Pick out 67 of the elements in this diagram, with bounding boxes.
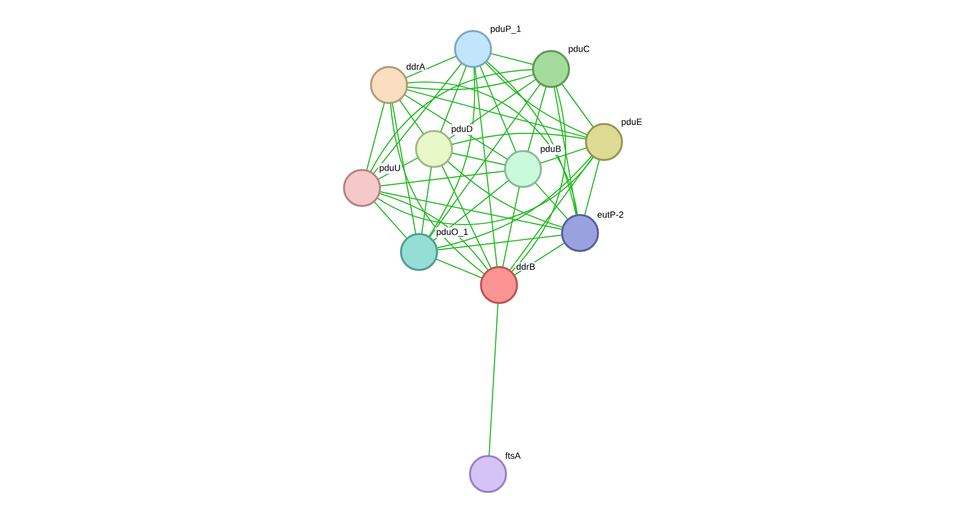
protein-node (504, 150, 542, 188)
interaction-line (502, 187, 520, 267)
interaction-line (374, 202, 407, 238)
protein-node (343, 169, 381, 207)
protein-node (454, 30, 492, 68)
interaction-line (437, 234, 562, 250)
protein-label: pduU (378, 163, 402, 174)
interaction-line (554, 87, 578, 215)
interaction-line (562, 84, 594, 128)
protein-node (469, 455, 507, 493)
interaction-line (421, 167, 432, 234)
protein-node (400, 233, 438, 271)
interaction-line (480, 66, 516, 152)
interaction-line (436, 258, 482, 278)
interaction-line (584, 160, 600, 216)
interaction-line (448, 161, 562, 228)
interaction-line (380, 193, 488, 270)
protein-node (415, 130, 453, 168)
protein-label: pduE (620, 117, 644, 128)
protein-label: ftsA (504, 451, 522, 460)
interaction-line (428, 67, 476, 237)
protein-node (585, 123, 623, 161)
interaction-line (406, 89, 586, 138)
interaction-line (404, 94, 508, 160)
interaction-line (407, 82, 578, 215)
interaction-line (474, 67, 498, 267)
protein-label: pduP_1 (489, 24, 522, 35)
interaction-line (528, 86, 546, 152)
interaction-line (437, 156, 592, 248)
protein-label: pduC (567, 44, 591, 55)
interaction-line (452, 132, 586, 145)
protein-label: ddrB (515, 262, 536, 271)
interaction-line (440, 66, 467, 132)
interaction-line (540, 147, 587, 164)
interaction-line (373, 63, 462, 174)
interaction-line (377, 156, 594, 225)
interaction-line (442, 166, 492, 268)
interaction-line (392, 103, 416, 234)
protein-node (480, 266, 518, 304)
interaction-line (485, 62, 588, 136)
interaction-line (535, 182, 568, 220)
interaction-line (514, 242, 565, 276)
interaction-line (510, 156, 594, 270)
interaction-line (407, 74, 534, 90)
interaction-line (380, 191, 562, 230)
interaction-line (430, 84, 540, 238)
interaction-line (390, 103, 484, 274)
interaction-line (486, 61, 577, 215)
interaction-line (399, 100, 424, 134)
protein-node (532, 50, 570, 88)
interaction-line (406, 56, 456, 78)
interaction-line (370, 69, 533, 172)
protein-label: pduD (450, 124, 474, 135)
protein-label: pduB (539, 144, 562, 155)
interaction-line (488, 303, 498, 456)
interaction-line (452, 152, 506, 166)
interaction-line (366, 102, 385, 170)
protein-label: eutP-2 (596, 210, 625, 219)
protein-node (561, 214, 599, 252)
interaction-line (449, 79, 536, 139)
interaction-line (490, 53, 534, 65)
protein-label: pduO_1 (435, 227, 470, 238)
protein-label: ddrA (405, 62, 426, 71)
protein-node (370, 66, 408, 104)
interaction-line (380, 170, 505, 186)
interaction-line (512, 86, 566, 272)
interaction-line (378, 158, 418, 180)
